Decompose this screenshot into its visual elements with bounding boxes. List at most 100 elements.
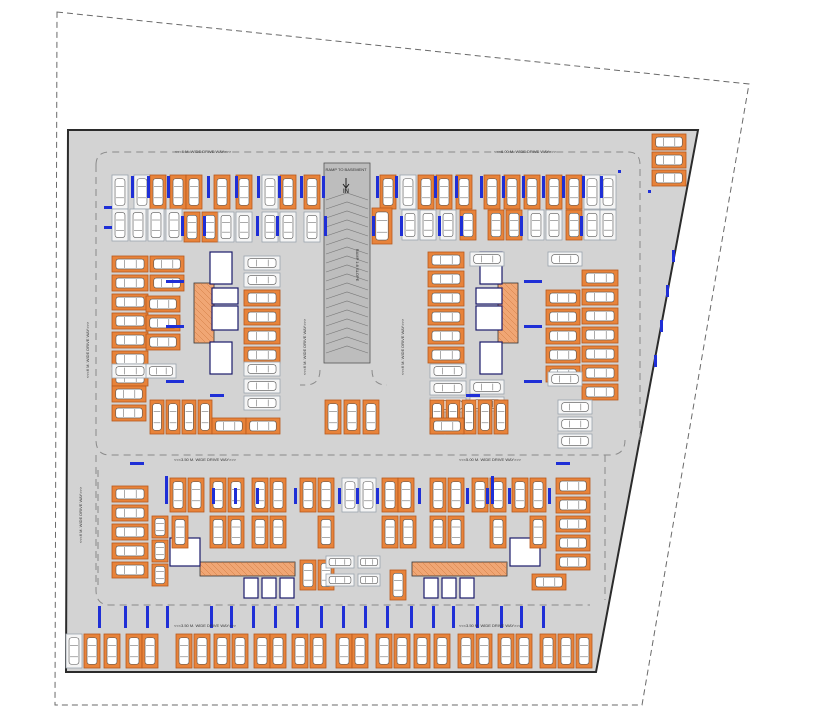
- drive-label-mid-right: <<<5.00 M. WIDE DRIVE WAY>>>: [459, 457, 522, 462]
- parking-bay: [427, 270, 465, 288]
- parking-bay: [317, 477, 335, 513]
- parking-bay: [529, 515, 547, 549]
- parking-bay: [245, 417, 281, 435]
- parking-bay: [555, 496, 591, 514]
- parking-bay: [243, 346, 281, 364]
- parking-bay: [299, 559, 317, 591]
- parking-bay: [545, 289, 581, 307]
- parking-bay: [111, 485, 149, 503]
- parking-bay: [461, 399, 477, 435]
- parking-bay: [111, 350, 149, 368]
- parking-bay: [261, 211, 279, 243]
- parking-bay: [175, 633, 193, 669]
- parking-bay: [183, 211, 201, 243]
- parking-bay: [557, 399, 593, 415]
- parking-bay: [581, 326, 619, 344]
- parking-bay: [427, 251, 465, 269]
- drive-label-mid-left: <<<3.50 M. WIDE DRIVE WAY>>>: [174, 457, 237, 462]
- parking-bay: [429, 363, 467, 379]
- parking-bay: [213, 174, 231, 210]
- driveway-lines: [95, 151, 641, 606]
- drive-label-top-right: <<<6.00 M. WIDE DRIVE WAY>>>: [494, 149, 557, 154]
- parking-bay: [279, 211, 297, 243]
- parking-bay: [111, 274, 149, 292]
- parking-bay: [129, 208, 147, 242]
- parking-bay: [243, 272, 281, 288]
- parking-bay: [547, 371, 583, 387]
- parking-bay: [477, 399, 493, 435]
- parking-bay: [527, 209, 545, 241]
- parking-bay: [111, 208, 129, 242]
- parking-bay: [151, 539, 169, 563]
- parking-bay: [429, 380, 467, 396]
- parking-bay: [211, 417, 247, 435]
- parking-bay: [539, 633, 557, 669]
- parking-bay: [169, 477, 187, 513]
- parking-bay: [111, 331, 149, 349]
- parking-bay: [429, 515, 447, 549]
- parking-bay: [455, 174, 473, 210]
- drive-label-top-left: <<<6 M. WIDE DRIVE WAY>>>: [175, 149, 232, 154]
- parking-bay: [545, 327, 581, 345]
- parking-bay: [497, 633, 515, 669]
- parking-bay: [547, 251, 583, 267]
- parking-bay: [565, 209, 583, 241]
- parking-bay: [111, 363, 149, 379]
- drive-label-center-right: <<<6 M. WIDE DRIVE WAY>>>: [400, 318, 405, 375]
- parking-bay: [325, 573, 355, 587]
- drive-label-left-lower: <<<6 M. WIDE DRIVE WAY>>>: [78, 486, 83, 543]
- parking-bay: [165, 208, 183, 242]
- parking-bay: [503, 174, 521, 210]
- parking-bay: [469, 251, 505, 267]
- parking-bay: [145, 314, 181, 332]
- parking-bay: [529, 477, 547, 513]
- parking-bay: [209, 515, 227, 549]
- parking-bay: [389, 569, 407, 601]
- parking-bay: [261, 174, 279, 210]
- parking-bay: [575, 633, 593, 669]
- parking-bay: [165, 399, 181, 435]
- parking-bay: [299, 477, 317, 513]
- parking-bay: [149, 255, 185, 273]
- parking-bay: [555, 553, 591, 571]
- parking-bay: [545, 209, 563, 241]
- parking-bay: [381, 477, 399, 513]
- parking-bay: [243, 289, 281, 307]
- parking-bay: [357, 573, 381, 587]
- parking-bay: [341, 477, 359, 513]
- parking-bay: [475, 633, 493, 669]
- parking-bay: [351, 633, 369, 669]
- structural-columns: [98, 170, 675, 628]
- parking-bay: [419, 209, 437, 241]
- parking-bay: [111, 542, 149, 560]
- parking-bay: [65, 633, 83, 669]
- ramp-in-label: IN: [343, 189, 349, 195]
- parking-bay: [511, 477, 529, 513]
- parking-bay: [581, 269, 619, 287]
- drive-label-bottom-left: <<<3.50 M. WIDE DRIVE WAY>>>: [174, 623, 237, 628]
- parking-bay: [243, 378, 281, 394]
- parking-bay: [324, 399, 342, 435]
- parking-bay: [435, 174, 453, 210]
- parking-bay: [243, 308, 281, 326]
- parking-bay: [362, 399, 380, 435]
- parking-bay: [487, 209, 505, 241]
- parking-bay: [141, 633, 159, 669]
- parking-bay: [399, 515, 417, 549]
- parking-bay: [399, 174, 417, 210]
- parking-bay: [427, 289, 465, 307]
- parking-bay: [103, 633, 121, 669]
- parking-bay: [557, 433, 593, 449]
- parking-bay: [555, 477, 591, 495]
- parking-bay: [343, 399, 361, 435]
- parking-bay: [151, 515, 169, 539]
- parking-bay: [651, 133, 687, 151]
- parking-bay: [235, 174, 253, 210]
- parking-bay: [111, 385, 147, 403]
- parking-bay: [243, 361, 281, 377]
- parking-bay: [111, 561, 149, 579]
- parking-bay: [371, 207, 393, 245]
- parking-bay: [545, 308, 581, 326]
- parking-bay: [151, 563, 169, 587]
- parking-bay: [557, 633, 575, 669]
